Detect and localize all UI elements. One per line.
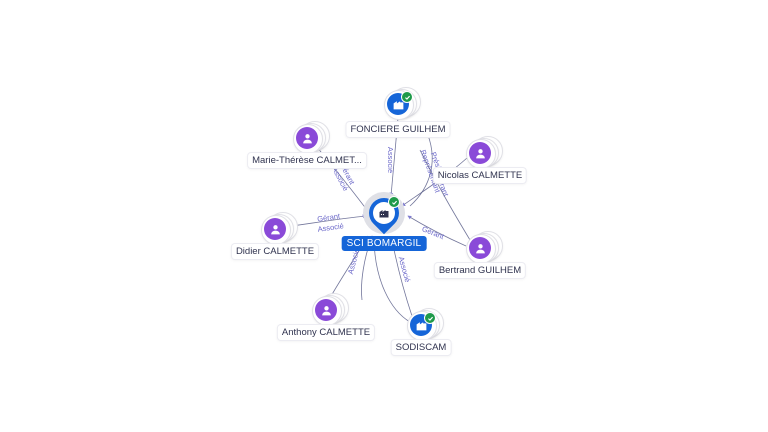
edge-nicolas: Président Représentant Gérant <box>401 127 468 207</box>
edge-label: Gérant <box>317 211 342 223</box>
node-label: Bertrand GUILHEM <box>434 263 526 278</box>
node-label: Marie-Thérèse CALMET... <box>248 153 366 168</box>
person-icon <box>264 218 286 240</box>
edge-didier: Gérant Associé <box>291 211 367 234</box>
edge-label: Associé <box>317 221 344 234</box>
node-label: SODISCAM <box>391 340 451 355</box>
node-label: Didier CALMETTE <box>231 244 319 259</box>
verified-check-icon <box>401 91 413 103</box>
center-node-label: SCI BOMARGIL <box>341 236 427 251</box>
node-label: FONCIERE GUILHEM <box>346 122 450 137</box>
node-label: Anthony CALMETTE <box>277 325 375 340</box>
node-label: Nicolas CALMETTE <box>433 168 527 183</box>
person-icon <box>296 127 318 149</box>
person-icon <box>469 237 491 259</box>
person-icon <box>315 299 337 321</box>
company-building-icon <box>379 210 389 218</box>
person-icon <box>469 142 491 164</box>
verified-check-icon <box>424 312 436 324</box>
edge-sodiscam: Associé <box>373 239 413 323</box>
edge-label: Associé <box>397 256 412 284</box>
edge-label: Associé <box>346 248 361 276</box>
edge-label: Associé <box>386 147 395 173</box>
verified-check-icon <box>388 196 400 208</box>
